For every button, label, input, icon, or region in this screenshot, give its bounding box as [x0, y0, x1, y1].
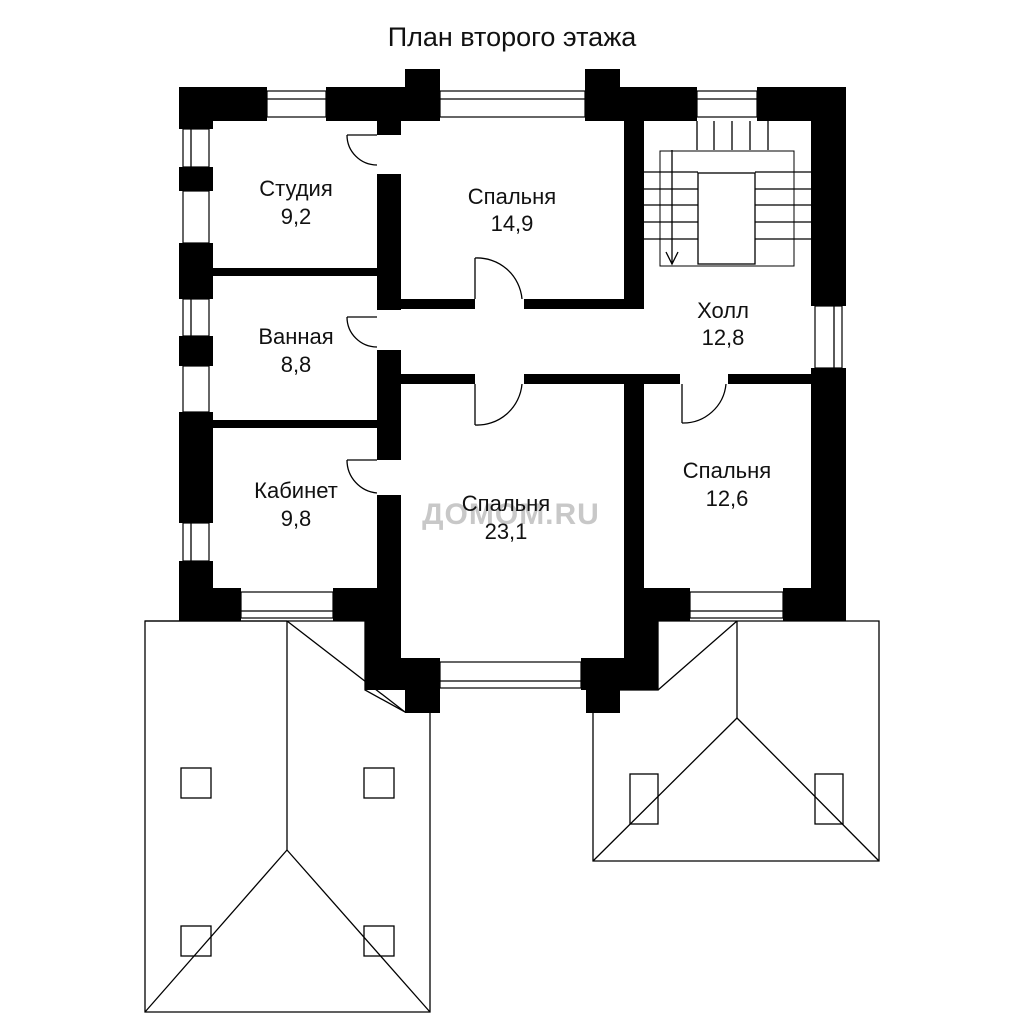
chimney-vent	[180, 925, 212, 957]
room-bedroom-east: Спальня 12,6	[683, 458, 771, 511]
doors	[346, 134, 727, 494]
chimney-vent	[629, 773, 659, 825]
staircase	[644, 121, 811, 267]
room-area: 9,2	[281, 204, 312, 229]
room-name: Студия	[259, 176, 333, 201]
room-area: 23,1	[485, 519, 528, 544]
room-name: Холл	[697, 298, 749, 323]
chimney-vent	[363, 925, 395, 957]
windows	[182, 90, 843, 689]
room-area: 9,8	[281, 506, 312, 531]
chimney-vent	[814, 773, 844, 825]
room-office: Кабинет 9,8	[254, 478, 338, 531]
interior-walls	[213, 121, 811, 588]
room-area: 8,8	[281, 352, 312, 377]
room-name: Спальня	[468, 184, 556, 209]
room-hall: Холл 12,8	[697, 298, 749, 350]
chimney-vent	[180, 767, 212, 799]
room-studio: Студия 9,2	[259, 176, 333, 229]
room-area: 14,9	[491, 211, 534, 236]
room-name: Спальня	[683, 458, 771, 483]
room-area: 12,8	[702, 325, 745, 350]
room-name: Кабинет	[254, 478, 338, 503]
room-area: 12,6	[706, 486, 749, 511]
plan-title: План второго этажа	[388, 22, 638, 52]
room-bathroom: Ванная 8,8	[258, 324, 333, 377]
chimney-vent	[363, 767, 395, 799]
room-bedroom-main: Спальня 23,1	[462, 491, 550, 544]
exterior-walls	[179, 69, 846, 713]
room-name: Спальня	[462, 491, 550, 516]
room-bedroom-north: Спальня 14,9	[468, 184, 556, 236]
room-name: Ванная	[258, 324, 333, 349]
watermark: ДОМОМ.RU	[422, 498, 600, 531]
